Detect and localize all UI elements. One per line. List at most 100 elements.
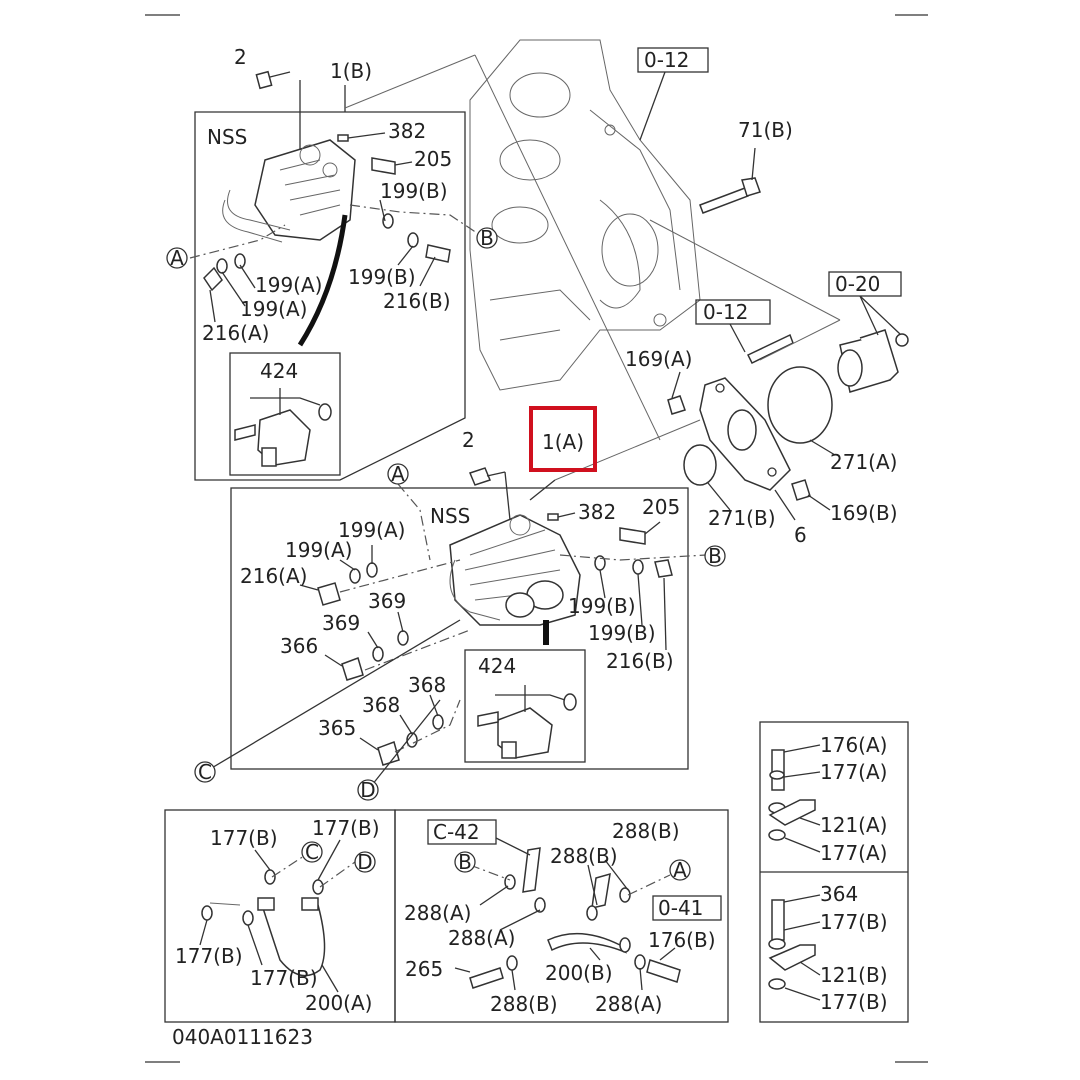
svg-text:A: A (391, 462, 405, 486)
label-ref-012-a: 0-12 (644, 48, 689, 72)
label-199a-mid-1: 199(A) (338, 518, 405, 542)
label-288a-2: 288(A) (448, 926, 515, 950)
valve-424-top (234, 388, 332, 467)
svg-text:B: B (480, 226, 494, 250)
label-121b: 121(B) (820, 963, 888, 987)
label-205-mid: 205 (642, 495, 680, 519)
label-199a-top-2: 199(A) (240, 297, 307, 321)
label-2-mid: 2 (462, 428, 475, 452)
label-ref-041: 0-41 (658, 896, 703, 920)
ref-box-012-a (637, 47, 709, 73)
label-ref-c42: C-42 (433, 820, 480, 844)
ref-box-020 (828, 271, 902, 297)
pipe-200a-group (164, 809, 396, 1023)
label-216b-top: 216(B) (383, 289, 451, 313)
label-288b-2: 288(B) (550, 844, 618, 868)
label-177b-l2: 177(B) (312, 816, 380, 840)
pipe-200b (547, 932, 628, 954)
label-1b: 1(B) (330, 59, 372, 83)
label-368-b: 368 (362, 693, 400, 717)
label-200b: 200(B) (545, 961, 613, 985)
label-216a-mid: 216(A) (240, 564, 307, 588)
label-2-top: 2 (234, 45, 247, 69)
label-288b-1: 288(B) (612, 819, 680, 843)
valve-424-inset-mid (464, 649, 586, 763)
label-368-a: 368 (408, 673, 446, 697)
pipe-200b-group (394, 809, 729, 1023)
svg-text:D: D (360, 778, 375, 802)
label-121a: 121(A) (820, 813, 887, 837)
label-288a-1: 288(A) (404, 901, 471, 925)
svg-text:A: A (673, 858, 687, 882)
callout-d-2: D (354, 850, 376, 874)
o-ring-271a (767, 366, 833, 444)
label-ref-020: 0-20 (835, 272, 880, 296)
label-169b: 169(B) (830, 501, 898, 525)
label-199a-mid-2: 199(A) (285, 538, 352, 562)
label-216a-top: 216(A) (202, 321, 269, 345)
pump-1b-frame (194, 111, 466, 481)
pump-1a-group (204, 467, 707, 791)
label-1a: 1(A) (542, 430, 584, 454)
label-199b-top: 199(B) (380, 179, 448, 203)
valve-424-inset-top (229, 352, 341, 476)
svg-text:C: C (198, 760, 212, 784)
ref-box-c42 (427, 819, 497, 845)
pipe-200a (261, 904, 326, 977)
pump-1a-frame (230, 487, 689, 770)
label-199a-top-1: 199(A) (255, 273, 322, 297)
label-216b-mid: 216(B) (606, 649, 674, 673)
pump-1b-body (222, 139, 356, 243)
label-177a-1: 177(A) (820, 760, 887, 784)
label-288b-3: 288(B) (490, 992, 558, 1016)
label-176b: 176(B) (648, 928, 716, 952)
label-177b-l1: 177(B) (210, 826, 278, 850)
label-199b-mid-1: 199(B) (568, 594, 636, 618)
callout-a-1: A (166, 246, 188, 270)
callout-b-3: B (454, 850, 476, 874)
pump-1b-group (189, 70, 481, 481)
ref-box-012-b (695, 299, 771, 325)
label-6: 6 (794, 523, 807, 547)
label-364: 364 (820, 882, 858, 906)
label-369-a: 369 (368, 589, 406, 613)
label-424-top: 424 (260, 359, 298, 383)
engine-block-illustration (469, 39, 701, 391)
part-labels: 2 1(B) NSS 382 205 199(B) 199(A) 199(B) … (172, 45, 898, 1049)
svg-text:D: D (357, 850, 372, 874)
label-382-top: 382 (388, 119, 426, 143)
label-ref-012-b: 0-12 (703, 300, 748, 324)
label-369-b: 369 (322, 611, 360, 635)
label-424-mid: 424 (478, 654, 516, 678)
label-366: 366 (280, 634, 318, 658)
banjo-fittings-group (759, 721, 909, 1023)
valve-424-mid (477, 685, 577, 759)
label-177b-r2: 177(B) (820, 990, 888, 1014)
figure-code: 040A0111623 (172, 1025, 313, 1049)
callout-c-2: C (301, 840, 323, 864)
callout-a-2: A (387, 462, 409, 486)
label-271a: 271(A) (830, 450, 897, 474)
callout-b-1: B (476, 226, 498, 250)
label-265: 265 (405, 957, 443, 981)
pump-1a-body (449, 514, 581, 626)
svg-text:B: B (708, 544, 722, 568)
label-271b: 271(B) (708, 506, 776, 530)
label-200a: 200(A) (305, 991, 372, 1015)
label-365: 365 (318, 716, 356, 740)
label-nss-mid: NSS (430, 504, 470, 528)
label-199b-top-2: 199(B) (348, 265, 416, 289)
callout-c-1: C (194, 760, 216, 784)
label-177b-l4: 177(B) (250, 966, 318, 990)
drive-gear (837, 329, 909, 393)
svg-text:C: C (305, 840, 319, 864)
label-288a-3: 288(A) (595, 992, 662, 1016)
label-177b-r1: 177(B) (820, 910, 888, 934)
callout-d-1: D (357, 778, 379, 802)
callout-b-2: B (704, 544, 726, 568)
label-nss-top: NSS (207, 125, 247, 149)
svg-text:A: A (170, 246, 184, 270)
label-205-top: 205 (414, 147, 452, 171)
highlight-box-1a (529, 406, 597, 472)
